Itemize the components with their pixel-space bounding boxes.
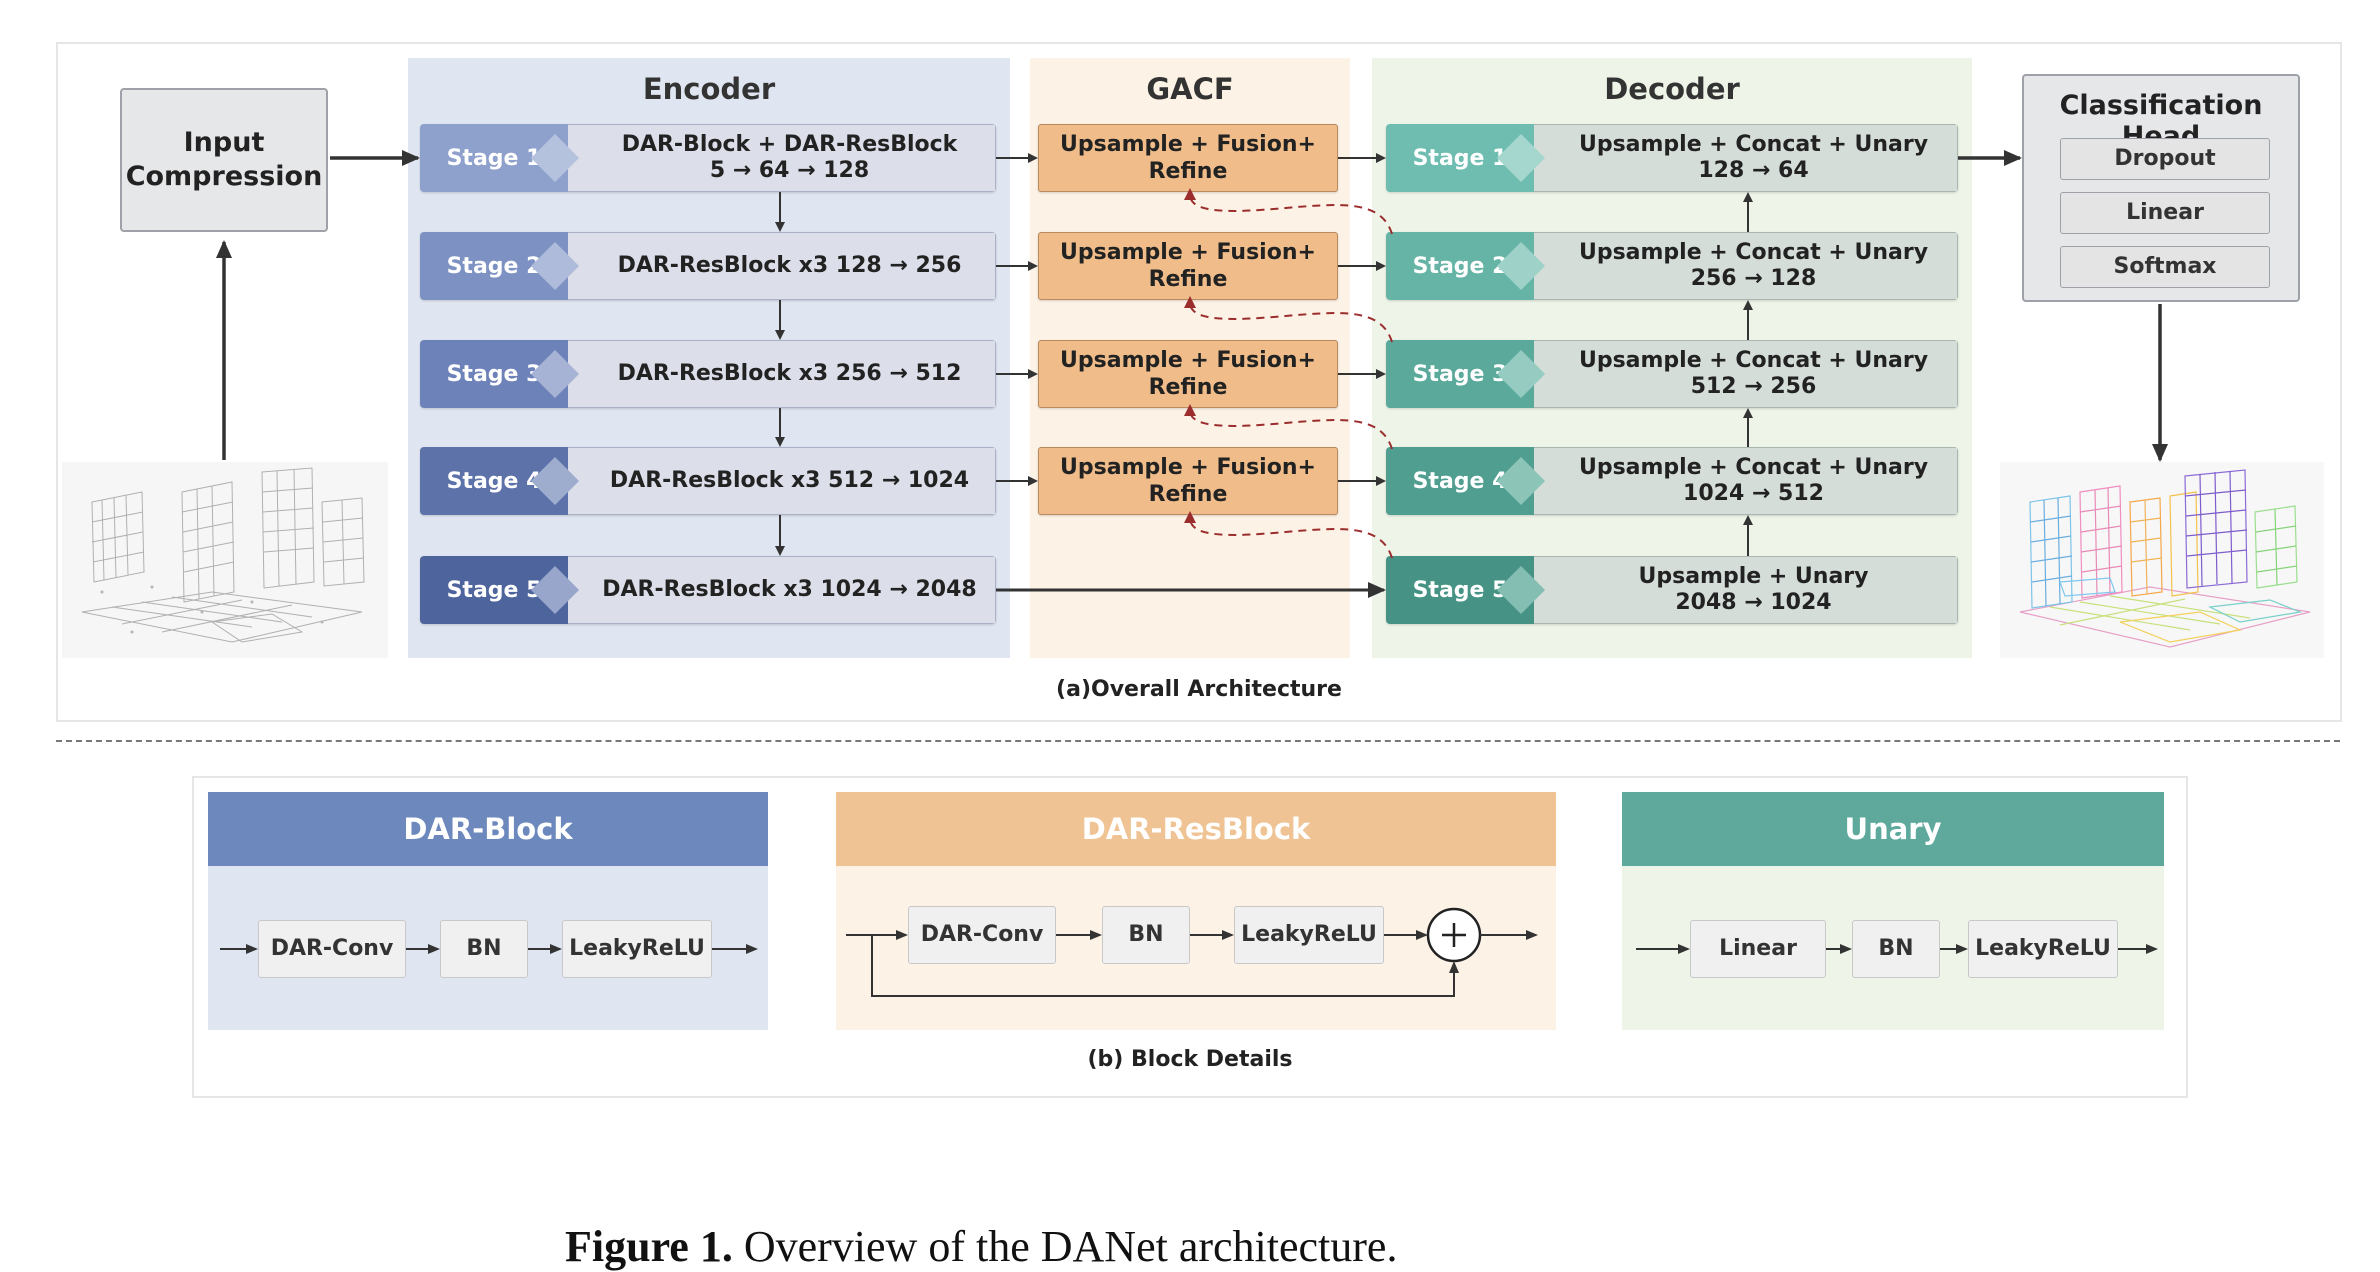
stage-tag-label: Stage 5 bbox=[446, 577, 542, 603]
gacf-box-4: Upsample + Fusion+Refine bbox=[1038, 447, 1338, 515]
leakyrelu-node: LeakyReLU bbox=[1234, 906, 1384, 964]
overall-architecture-caption: (a)Overall Architecture bbox=[1056, 677, 1342, 702]
block-detail-connections bbox=[220, 907, 2158, 997]
stage-tag-label: Stage 5 bbox=[1412, 577, 1508, 603]
dar-resblock-card: DAR-ResBlock DAR-Conv BN LeakyReLU bbox=[836, 792, 1556, 1030]
stage-op-text: Upsample + Concat + Unary bbox=[1578, 347, 1929, 373]
gacf-line2: Refine bbox=[1148, 375, 1228, 400]
stage-tag-label: Stage 2 bbox=[1412, 253, 1508, 279]
classification-head-box: Classification Head Dropout Linear Softm… bbox=[2022, 74, 2300, 302]
stage-op-text: Upsample + Concat + Unary bbox=[1578, 131, 1929, 157]
figure-caption: Figure 1. Overview of the DANet architec… bbox=[543, 1170, 1397, 1272]
stage-op-text: Upsample + Concat + Unary bbox=[1578, 239, 1929, 265]
bn-node: BN bbox=[1102, 906, 1190, 964]
stage-op-text: DAR-ResBlock x3 512 → 1024 bbox=[609, 467, 970, 493]
dar-conv-node: DAR-Conv bbox=[258, 920, 406, 978]
dar-block-card: DAR-Block DAR-Conv BN LeakyReLU bbox=[208, 792, 768, 1030]
gacf-box-2: Upsample + Fusion+Refine bbox=[1038, 232, 1338, 300]
leakyrelu-node: LeakyReLU bbox=[1968, 920, 2118, 978]
gacf-line1: Upsample + Fusion+ bbox=[1060, 454, 1316, 480]
encoder-stage-2: Stage 2 DAR-ResBlock x3 128 → 256 bbox=[420, 232, 996, 300]
unary-card: Unary Linear BN LeakyReLU bbox=[1622, 792, 2164, 1030]
stage-channel-text: 256 → 128 bbox=[1690, 266, 1817, 291]
dar-resblock-header: DAR-ResBlock bbox=[836, 792, 1556, 866]
stage-channel-text: 512 → 256 bbox=[1690, 374, 1817, 399]
bn-node: BN bbox=[440, 920, 528, 978]
stage-op-text: DAR-ResBlock x3 1024 → 2048 bbox=[602, 576, 977, 602]
gacf-line1: Upsample + Fusion+ bbox=[1060, 131, 1316, 157]
stage-op-text: DAR-ResBlock x3 128 → 256 bbox=[617, 252, 962, 278]
stage-op-text: DAR-Block + DAR-ResBlock bbox=[621, 131, 958, 157]
stage-tag-label: Stage 2 bbox=[446, 253, 542, 279]
stage-tag-label: Stage 3 bbox=[446, 361, 542, 387]
dar-block-header: DAR-Block bbox=[208, 792, 768, 866]
figure-caption-label: Figure 1. bbox=[565, 1222, 733, 1271]
encoder-stage-3: Stage 3 DAR-ResBlock x3 256 → 512 bbox=[420, 340, 996, 408]
stage-tag-label: Stage 4 bbox=[1412, 468, 1508, 494]
figure-caption-text: Overview of the DANet architecture. bbox=[732, 1222, 1398, 1271]
gacf-line1: Upsample + Fusion+ bbox=[1060, 347, 1316, 373]
decoder-title: Decoder bbox=[1604, 72, 1740, 106]
unary-header: Unary bbox=[1622, 792, 2164, 866]
block-details-caption: (b) Block Details bbox=[1087, 1047, 1293, 1072]
stage-tag-label: Stage 1 bbox=[1412, 145, 1508, 171]
bn-node: BN bbox=[1852, 920, 1940, 978]
gacf-line2: Refine bbox=[1148, 159, 1228, 184]
stage-tag-label: Stage 3 bbox=[1412, 361, 1508, 387]
stage-op-text: Upsample + Concat + Unary bbox=[1578, 454, 1929, 480]
stage-tag-label: Stage 1 bbox=[446, 145, 542, 171]
gacf-title: GACF bbox=[1146, 72, 1234, 106]
stage-channel-text: 5 → 64 → 128 bbox=[709, 158, 870, 183]
input-compression-box: Input Compression bbox=[120, 88, 328, 232]
output-segmented-point-cloud-image bbox=[2000, 462, 2324, 658]
encoder-stage-5: Stage 5 DAR-ResBlock x3 1024 → 2048 bbox=[420, 556, 996, 624]
section-divider bbox=[56, 740, 2340, 742]
gacf-box-3: Upsample + Fusion+Refine bbox=[1038, 340, 1338, 408]
stage-tag-label: Stage 4 bbox=[446, 468, 542, 494]
architecture-connections bbox=[216, 150, 2168, 598]
stage-channel-text: 1024 → 512 bbox=[1683, 481, 1824, 506]
dar-conv-node: DAR-Conv bbox=[908, 906, 1056, 964]
stage-op-text: Upsample + Unary bbox=[1638, 563, 1869, 589]
stage-op-text: DAR-ResBlock x3 256 → 512 bbox=[617, 360, 962, 386]
stage-channel-text: 2048 → 1024 bbox=[1675, 590, 1832, 615]
encoder-title: Encoder bbox=[642, 72, 776, 106]
linear-layer: Linear bbox=[2060, 192, 2270, 234]
gacf-line1: Upsample + Fusion+ bbox=[1060, 239, 1316, 265]
linear-node: Linear bbox=[1690, 920, 1826, 978]
leakyrelu-node: LeakyReLU bbox=[562, 920, 712, 978]
dropout-layer: Dropout bbox=[2060, 138, 2270, 180]
input-point-cloud-image bbox=[62, 462, 388, 658]
encoder-stage-4: Stage 4 DAR-ResBlock x3 512 → 1024 bbox=[420, 447, 996, 515]
stage-channel-text: 128 → 64 bbox=[1698, 158, 1809, 183]
gacf-line2: Refine bbox=[1148, 482, 1228, 507]
gacf-line2: Refine bbox=[1148, 267, 1228, 292]
softmax-layer: Softmax bbox=[2060, 246, 2270, 288]
